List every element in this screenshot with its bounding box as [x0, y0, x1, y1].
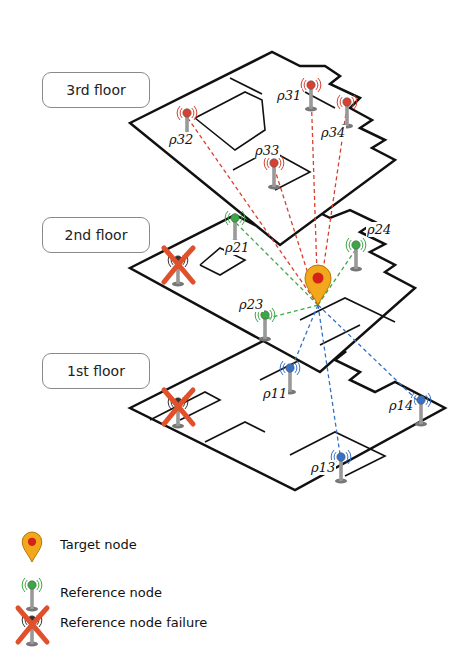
wall	[320, 325, 360, 345]
wall	[205, 422, 265, 442]
reference-node-label: ρ14	[388, 398, 414, 413]
legend-text: Target node	[60, 537, 137, 553]
wall	[195, 92, 265, 150]
reference-node-icon	[301, 78, 321, 112]
signal-line	[318, 305, 421, 404]
floor-label-box: 1st floor	[42, 353, 150, 389]
floor-label-box: 2nd floor	[42, 217, 150, 253]
failure-cross	[18, 608, 47, 642]
target-node-pin	[305, 265, 331, 305]
reference-node-label: ρ11	[262, 386, 288, 401]
wall	[260, 360, 300, 380]
reference-node-icon	[255, 308, 275, 342]
floor-label: 2nd floor	[65, 227, 128, 243]
reference-node-label: ρ23	[238, 297, 264, 312]
signal-line	[265, 305, 318, 319]
reference-node-label: ρ21	[224, 240, 250, 255]
reference-node-icon	[264, 156, 284, 190]
signal-line	[290, 305, 318, 372]
signal-line	[187, 117, 318, 305]
reference-node-label: ρ13	[310, 460, 336, 475]
target-node-pin	[22, 532, 42, 562]
reference-node-icon	[337, 95, 357, 129]
legend-text: Reference node failure	[60, 615, 207, 631]
floor-label-box: 3rd floor	[42, 72, 150, 108]
floor-label: 3rd floor	[66, 82, 125, 98]
wall	[230, 78, 262, 94]
failure-cross	[164, 248, 193, 282]
signal-line	[235, 222, 318, 305]
failure-cross	[164, 390, 193, 424]
reference-node-label: ρ34	[320, 125, 346, 140]
floor-plate	[130, 52, 395, 245]
reference-node-icon	[22, 578, 42, 612]
legend-text: Reference node	[60, 585, 162, 601]
reference-node-icon	[346, 238, 366, 272]
signal-line	[318, 305, 341, 461]
wall	[300, 298, 395, 322]
reference-node-label: ρ33	[254, 143, 280, 158]
reference-node-label: ρ31	[276, 88, 302, 103]
reference-node-label: ρ32	[168, 132, 194, 147]
floor-label: 1st floor	[67, 363, 125, 379]
reference-node-label: ρ24	[366, 222, 392, 237]
